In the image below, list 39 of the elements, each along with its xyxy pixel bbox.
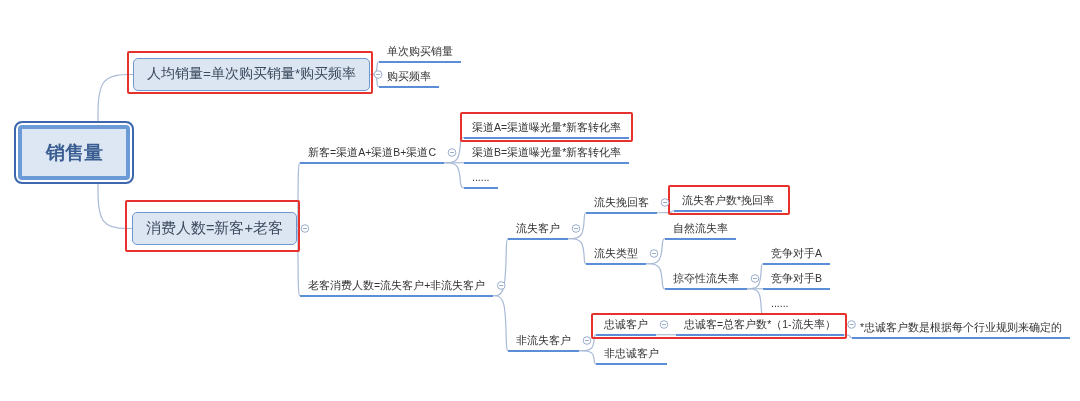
branch-line (645, 263, 666, 290)
branch-line (97, 73, 134, 122)
branch-line (655, 334, 677, 336)
underlined-topic: 老客消费人数=流失客户+非流失客户 (300, 279, 494, 297)
underlined-topic: 自然流失率 (665, 222, 736, 240)
highlight-frame (591, 313, 847, 339)
highlight-frame (125, 200, 300, 252)
central-topic: 销售量 (14, 121, 134, 184)
main-topic: 人均销量=单次购买销量*购买频率 (133, 58, 371, 91)
highlight-frame (127, 51, 374, 94)
branch-line (578, 350, 597, 365)
highlight-frame (460, 112, 634, 142)
underlined-topic: 新客=渠道A+渠道B+渠道C (300, 146, 444, 164)
branch-line (746, 288, 764, 315)
underlined-topic: ...... (464, 171, 498, 189)
underlined-topic: 渠道A=渠道曝光量*新客转化率 (464, 121, 630, 139)
underlined-topic: 流失类型 (586, 247, 646, 265)
highlight-frame (668, 185, 791, 215)
underlined-topic: 忠诚客户 (596, 318, 656, 336)
branch-line (656, 210, 675, 214)
branch-line (97, 183, 133, 230)
underlined-topic: *忠诚客户数是根据每个行业规则来确定的 (852, 321, 1071, 339)
underlined-topic: 竞争对手B (763, 272, 830, 290)
underlined-topic: 掠夺性流失率 (665, 272, 747, 290)
underlined-topic: 流失客户 (508, 222, 568, 240)
underlined-topic: 非忠诚客户 (596, 347, 667, 365)
branch-line (842, 334, 853, 339)
branch-line (567, 238, 587, 265)
underlined-topic: 竞争对手A (763, 247, 830, 265)
underlined-topic: ...... (763, 297, 797, 315)
underlined-topic: 流失客户数*挽回率 (674, 194, 783, 212)
branch-line (492, 295, 509, 352)
branch-line (443, 162, 465, 189)
underlined-topic: 非流失客户 (508, 334, 579, 352)
main-topic: 消费人数=新客+老客 (132, 212, 297, 245)
underlined-topic: 渠道B=渠道曝光量*新客转化率 (464, 146, 630, 164)
underlined-topic: 单次购买销量 (379, 45, 461, 63)
underlined-topic: 流失挽回客 (586, 196, 657, 214)
underlined-topic: 忠诚客=总客户数*（1-流失率） (676, 318, 844, 336)
